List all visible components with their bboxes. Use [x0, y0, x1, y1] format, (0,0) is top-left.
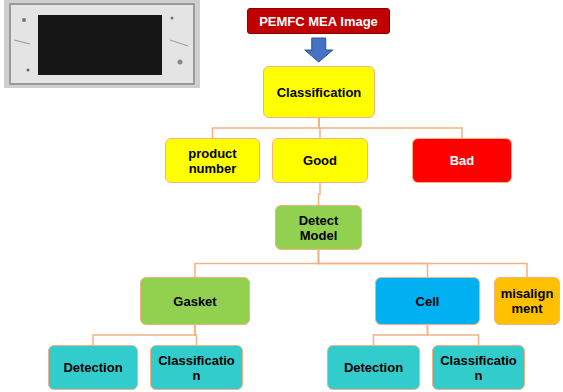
part-box: Cell [375, 277, 480, 325]
photo-speck [171, 17, 174, 20]
tree-connector [195, 325, 197, 345]
class-box: Bad [412, 138, 512, 183]
photo-ground [4, 0, 200, 88]
task-box: Detection [48, 345, 138, 390]
node-label: Gasket [173, 294, 216, 309]
photo-mark [14, 40, 188, 46]
tree-connector [374, 325, 428, 345]
task-box: Classification [150, 345, 243, 390]
node-label: Classification [437, 353, 520, 383]
photo-gasket [10, 4, 194, 84]
part-box: Gasket [140, 277, 250, 325]
node-label: Cell [416, 294, 440, 309]
node-label: Bad [450, 153, 475, 168]
node-label: product number [170, 146, 255, 176]
model-box: Detect Model [275, 205, 362, 250]
tree-connector [319, 250, 528, 277]
task-box: Detection [327, 345, 420, 390]
tree-connector [195, 250, 319, 277]
photo-cell [38, 15, 162, 75]
task-box: Classification [432, 345, 525, 390]
photo-speck [27, 69, 30, 72]
process-box: Classification [263, 66, 375, 118]
class-box: product number [165, 138, 260, 183]
tree-connector [428, 325, 479, 345]
node-label: PEMFC MEA Image [259, 14, 378, 29]
node-label: Detection [344, 360, 403, 375]
part-box: misalignment [494, 277, 560, 325]
node-label: Detection [63, 360, 122, 375]
node-label: misalignment [499, 286, 555, 316]
tree-connector [213, 118, 320, 138]
class-box: Good [272, 138, 368, 183]
node-label: Detect Model [280, 213, 357, 243]
node-label: Classification [155, 353, 238, 383]
node-label: Good [303, 153, 337, 168]
photo-speck [22, 18, 26, 22]
tree-connector [319, 118, 462, 138]
tree-connector [319, 183, 321, 205]
input-box: PEMFC MEA Image [247, 8, 390, 34]
block-arrow [305, 38, 333, 62]
photo-speck [178, 60, 183, 65]
tree-connector [93, 325, 195, 345]
node-label: Classification [277, 85, 362, 100]
